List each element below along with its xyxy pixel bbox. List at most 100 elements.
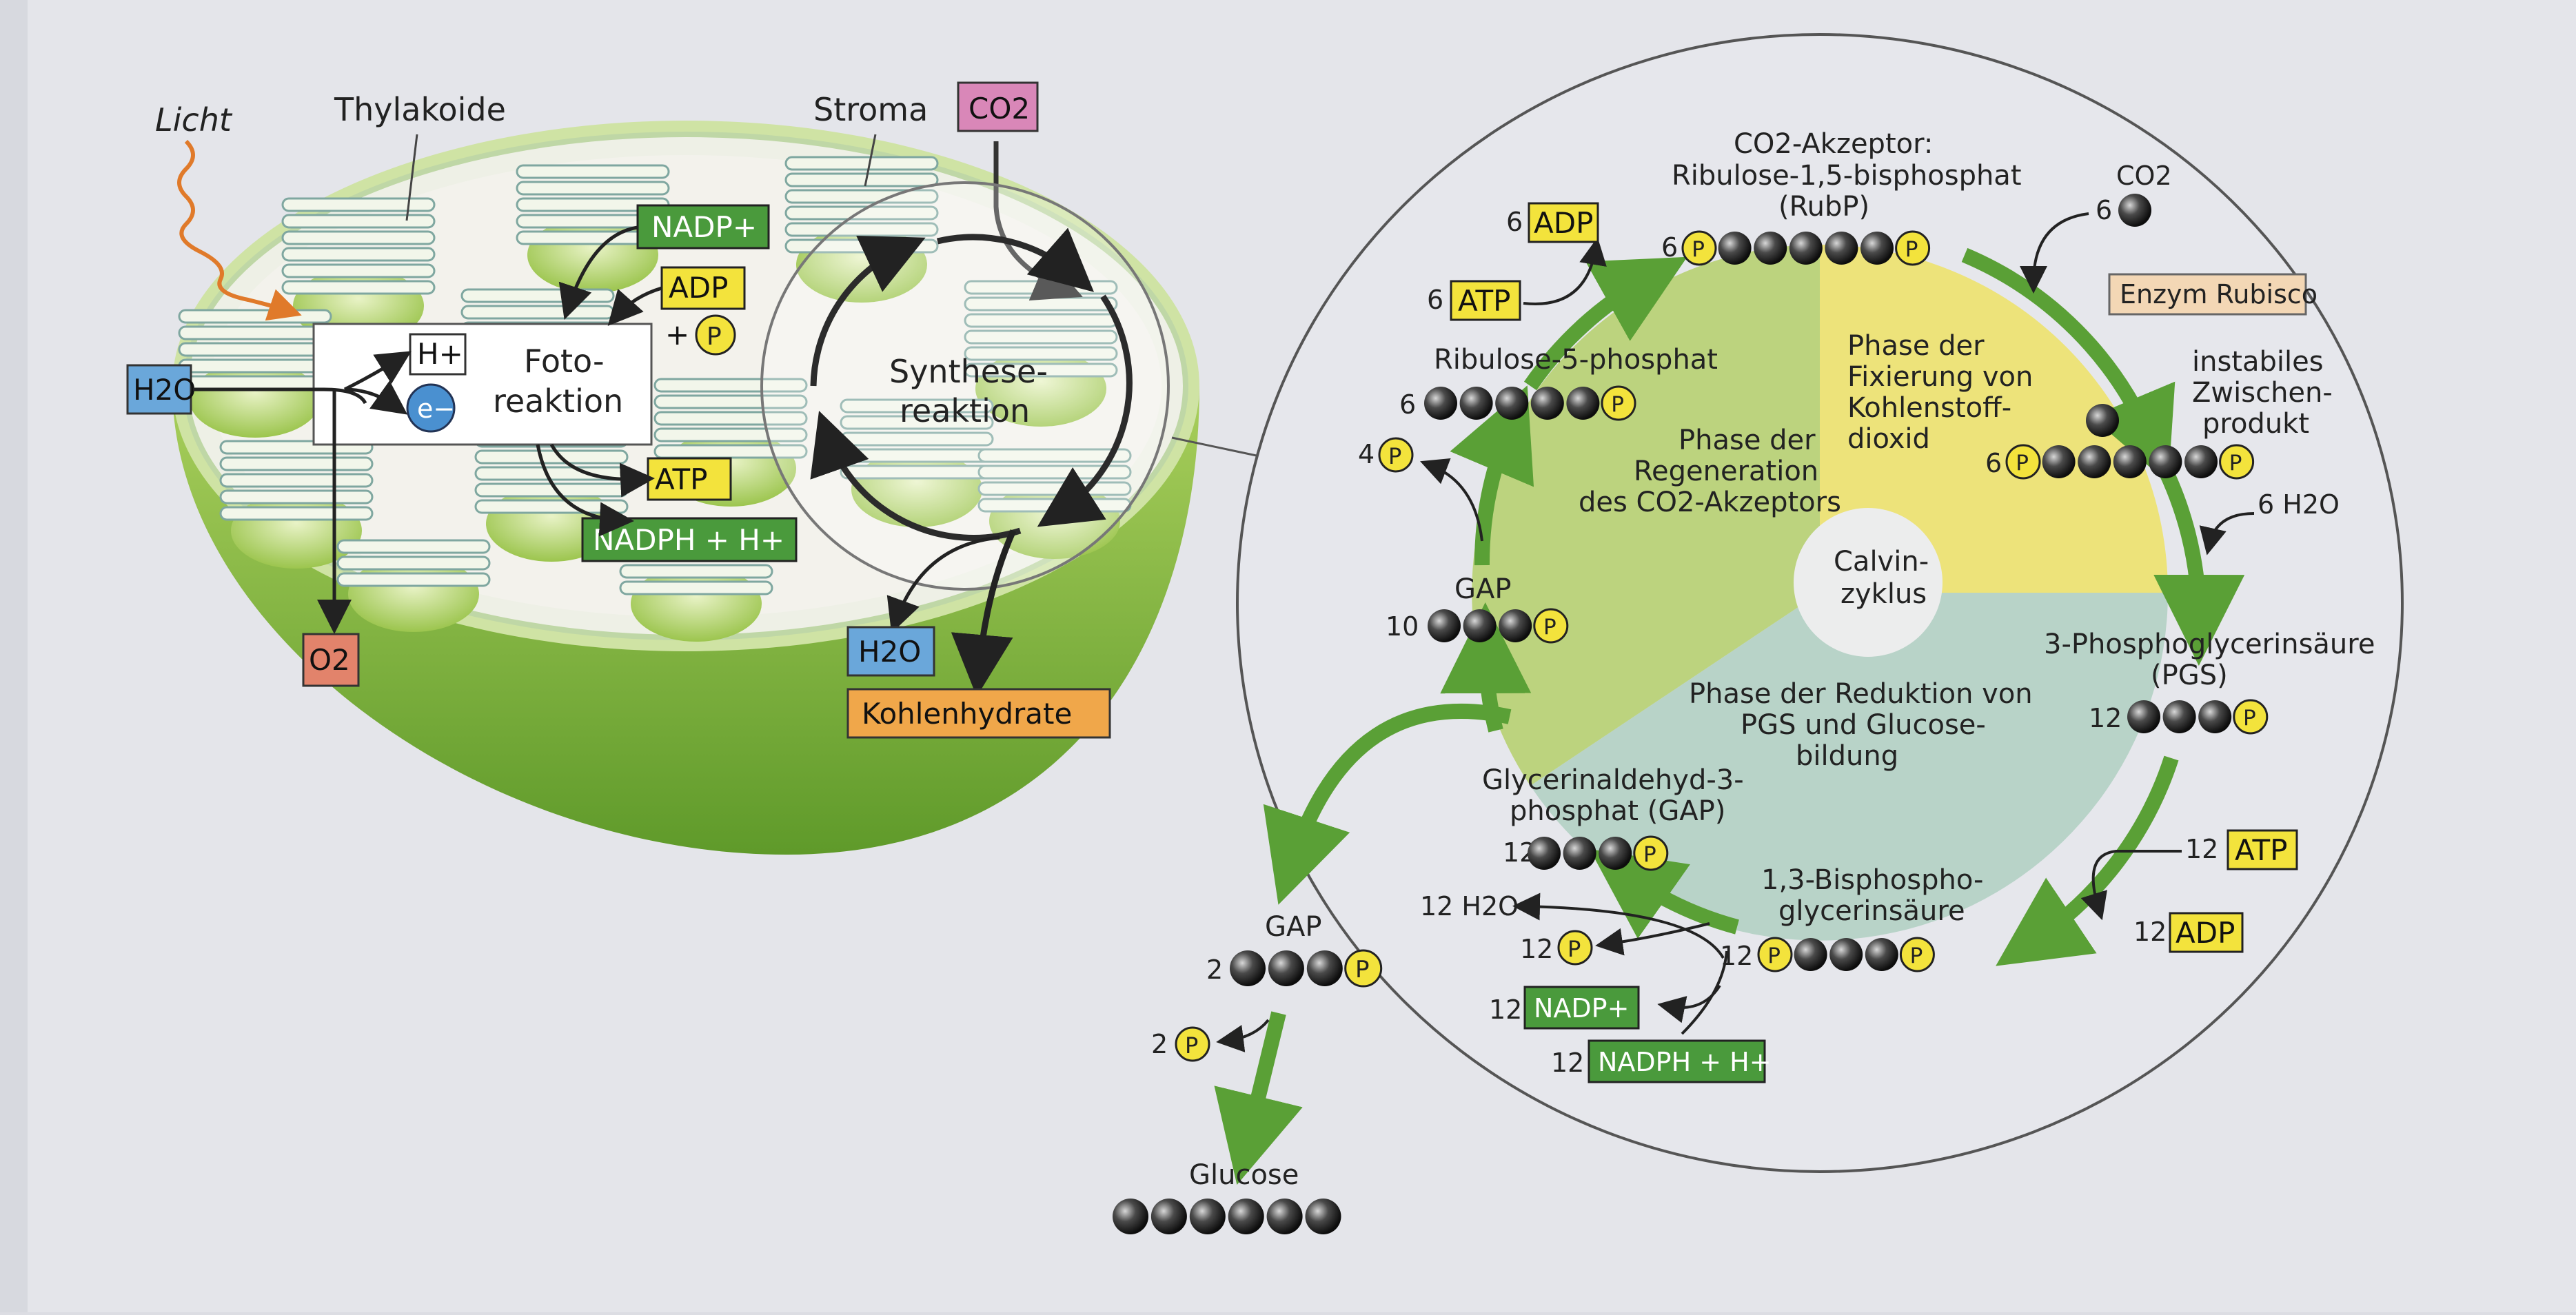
thylakoid-membrane [178, 358, 332, 374]
thylakoid-membrane [516, 164, 670, 179]
h2o-in-box [126, 364, 192, 415]
calvin-center-line2: zyklus [1840, 578, 1927, 610]
phosphate-label: P [2229, 451, 2242, 476]
carbon-atom-icon [1266, 1199, 1303, 1234]
carbon-atom-icon [1268, 950, 1304, 986]
reduktion-line3: bildung [1796, 740, 1898, 772]
carbon-atom-icon [1599, 837, 1632, 870]
carbon-atom-icon [1428, 609, 1461, 642]
sector-regeneration [1472, 245, 1820, 786]
phosphate-label: P [1643, 842, 1656, 867]
carbon-atom-icon [2127, 700, 2160, 733]
phosphate-icon [1344, 949, 1383, 988]
phosphate-label: P [2243, 706, 2256, 731]
reduktion-line1: Phase der Reduktion von [1689, 678, 2033, 710]
phosphate-label: P [1543, 615, 1556, 640]
glucose-label: Glucose [1189, 1159, 1299, 1191]
carbon-atom-icon [1794, 938, 1827, 971]
electron-text: e− [417, 394, 455, 424]
pgs-line2: (PGS) [2151, 660, 2228, 691]
nadp12-text: NADP+ [1534, 993, 1629, 1023]
bpg-line1: 1,3-Bisphospho- [1761, 864, 1983, 896]
atp12-count: 12 [2185, 834, 2218, 864]
ring-arrow-gap [1440, 602, 1532, 733]
gap12-line2: phosphat (GAP) [1510, 795, 1725, 827]
phosphate-label: P [1611, 392, 1624, 417]
co2-calvin-label: CO2 [2116, 161, 2172, 191]
synthese-cycle-arrow-3 [810, 236, 926, 387]
regeneration-line3: des CO2-Akzeptors [1579, 487, 1841, 518]
thylakoid-membrane [281, 197, 436, 212]
atp6-count: 6 [1427, 285, 1443, 315]
carbon-atom-icon [1829, 938, 1863, 971]
thylakoid-membrane [281, 280, 436, 295]
thylakoide-pointer [405, 134, 418, 221]
phosphate-label: P [1767, 944, 1781, 968]
plus-text: + [665, 318, 689, 351]
p4-arrow [1420, 458, 1483, 542]
co2-box [957, 81, 1039, 132]
carbon-atom-icon [1305, 1199, 1341, 1234]
adp6-box [1528, 202, 1599, 243]
thylakoid-membrane [219, 489, 374, 504]
regeneration-line1: Phase der [1679, 425, 1816, 456]
gap12-line1: Glycerinaldehyd-3- [1482, 764, 1744, 796]
carbon-atom-icon [2042, 445, 2076, 478]
ru5p-count: 6 [1399, 389, 1416, 420]
carbon-atom-icon [1463, 609, 1497, 642]
fixierung-line1: Phase der [1847, 330, 1985, 362]
phosphate-icon [2219, 444, 2255, 480]
thylakoid-membrane [178, 325, 332, 340]
sector-fixierung [1820, 245, 2168, 593]
carbon-atom-icon [2113, 445, 2147, 478]
adp6-text: ADP [1534, 206, 1593, 240]
nadph-text: NADPH + H+ [593, 523, 784, 557]
phosphate-label: P [1910, 944, 1923, 968]
carbon-atom-icon [1499, 609, 1532, 642]
kohlenhydrate-arrow [951, 529, 1017, 697]
carbon-atom-icon [1718, 232, 1752, 265]
instabil-line1: instabiles [2192, 346, 2324, 378]
synthese-cycle-arrow-2 [810, 411, 1022, 541]
p4-icon [1378, 437, 1414, 473]
phosphate-icon [1533, 608, 1569, 644]
carbon-atom-icon [1495, 387, 1529, 420]
regeneration-line2: Regeneration [1634, 456, 1818, 487]
thylakoid-membrane [840, 398, 994, 414]
fixierung-line4: dioxid [1847, 423, 1930, 455]
atp6-text: ATP [1458, 284, 1510, 318]
carbon-atom-icon [1530, 387, 1564, 420]
thylakoid-membrane [619, 564, 773, 579]
atp12-box [2227, 829, 2298, 870]
co2-calvin-count: 6 [2096, 195, 2112, 225]
carbon-atom-icon [1860, 232, 1894, 265]
gap-export-arrow [1263, 704, 1512, 905]
thylakoid-membrane [281, 214, 436, 229]
phosphate-icon [1757, 937, 1793, 972]
thylakoide-label: Thylakoide [334, 91, 506, 128]
phosphate-icon [1601, 385, 1636, 421]
h2o6-text: 6 H2O [2258, 489, 2340, 520]
carbon-atom-icon [2198, 700, 2232, 733]
adp-text: ADP [669, 271, 728, 305]
thylakoid-membrane [977, 448, 1132, 463]
h2o-out-box [846, 626, 935, 677]
carbon-atom-icon [1528, 837, 1561, 870]
nadp12-box [1523, 986, 1640, 1030]
thylakoid-membrane [784, 172, 939, 187]
p12-count: 12 [1520, 934, 1553, 964]
nadph-arrow [536, 444, 634, 537]
gap12-molecule: P [1528, 835, 1669, 871]
p2-p-text: P [1185, 1032, 1198, 1059]
o2-text: O2 [309, 643, 350, 677]
ru5p-label: Ribulose-5-phosphat [1434, 344, 1718, 376]
co2-akzeptor-line3: (RubP) [1778, 191, 1869, 223]
phosphate-icon [1633, 835, 1669, 871]
kohlenhydrate-text: Kohlenhydrate [862, 697, 1072, 731]
carbon-atom-icon [1865, 938, 1898, 971]
reduktion-line2: PGS und Glucose- [1741, 709, 1986, 741]
